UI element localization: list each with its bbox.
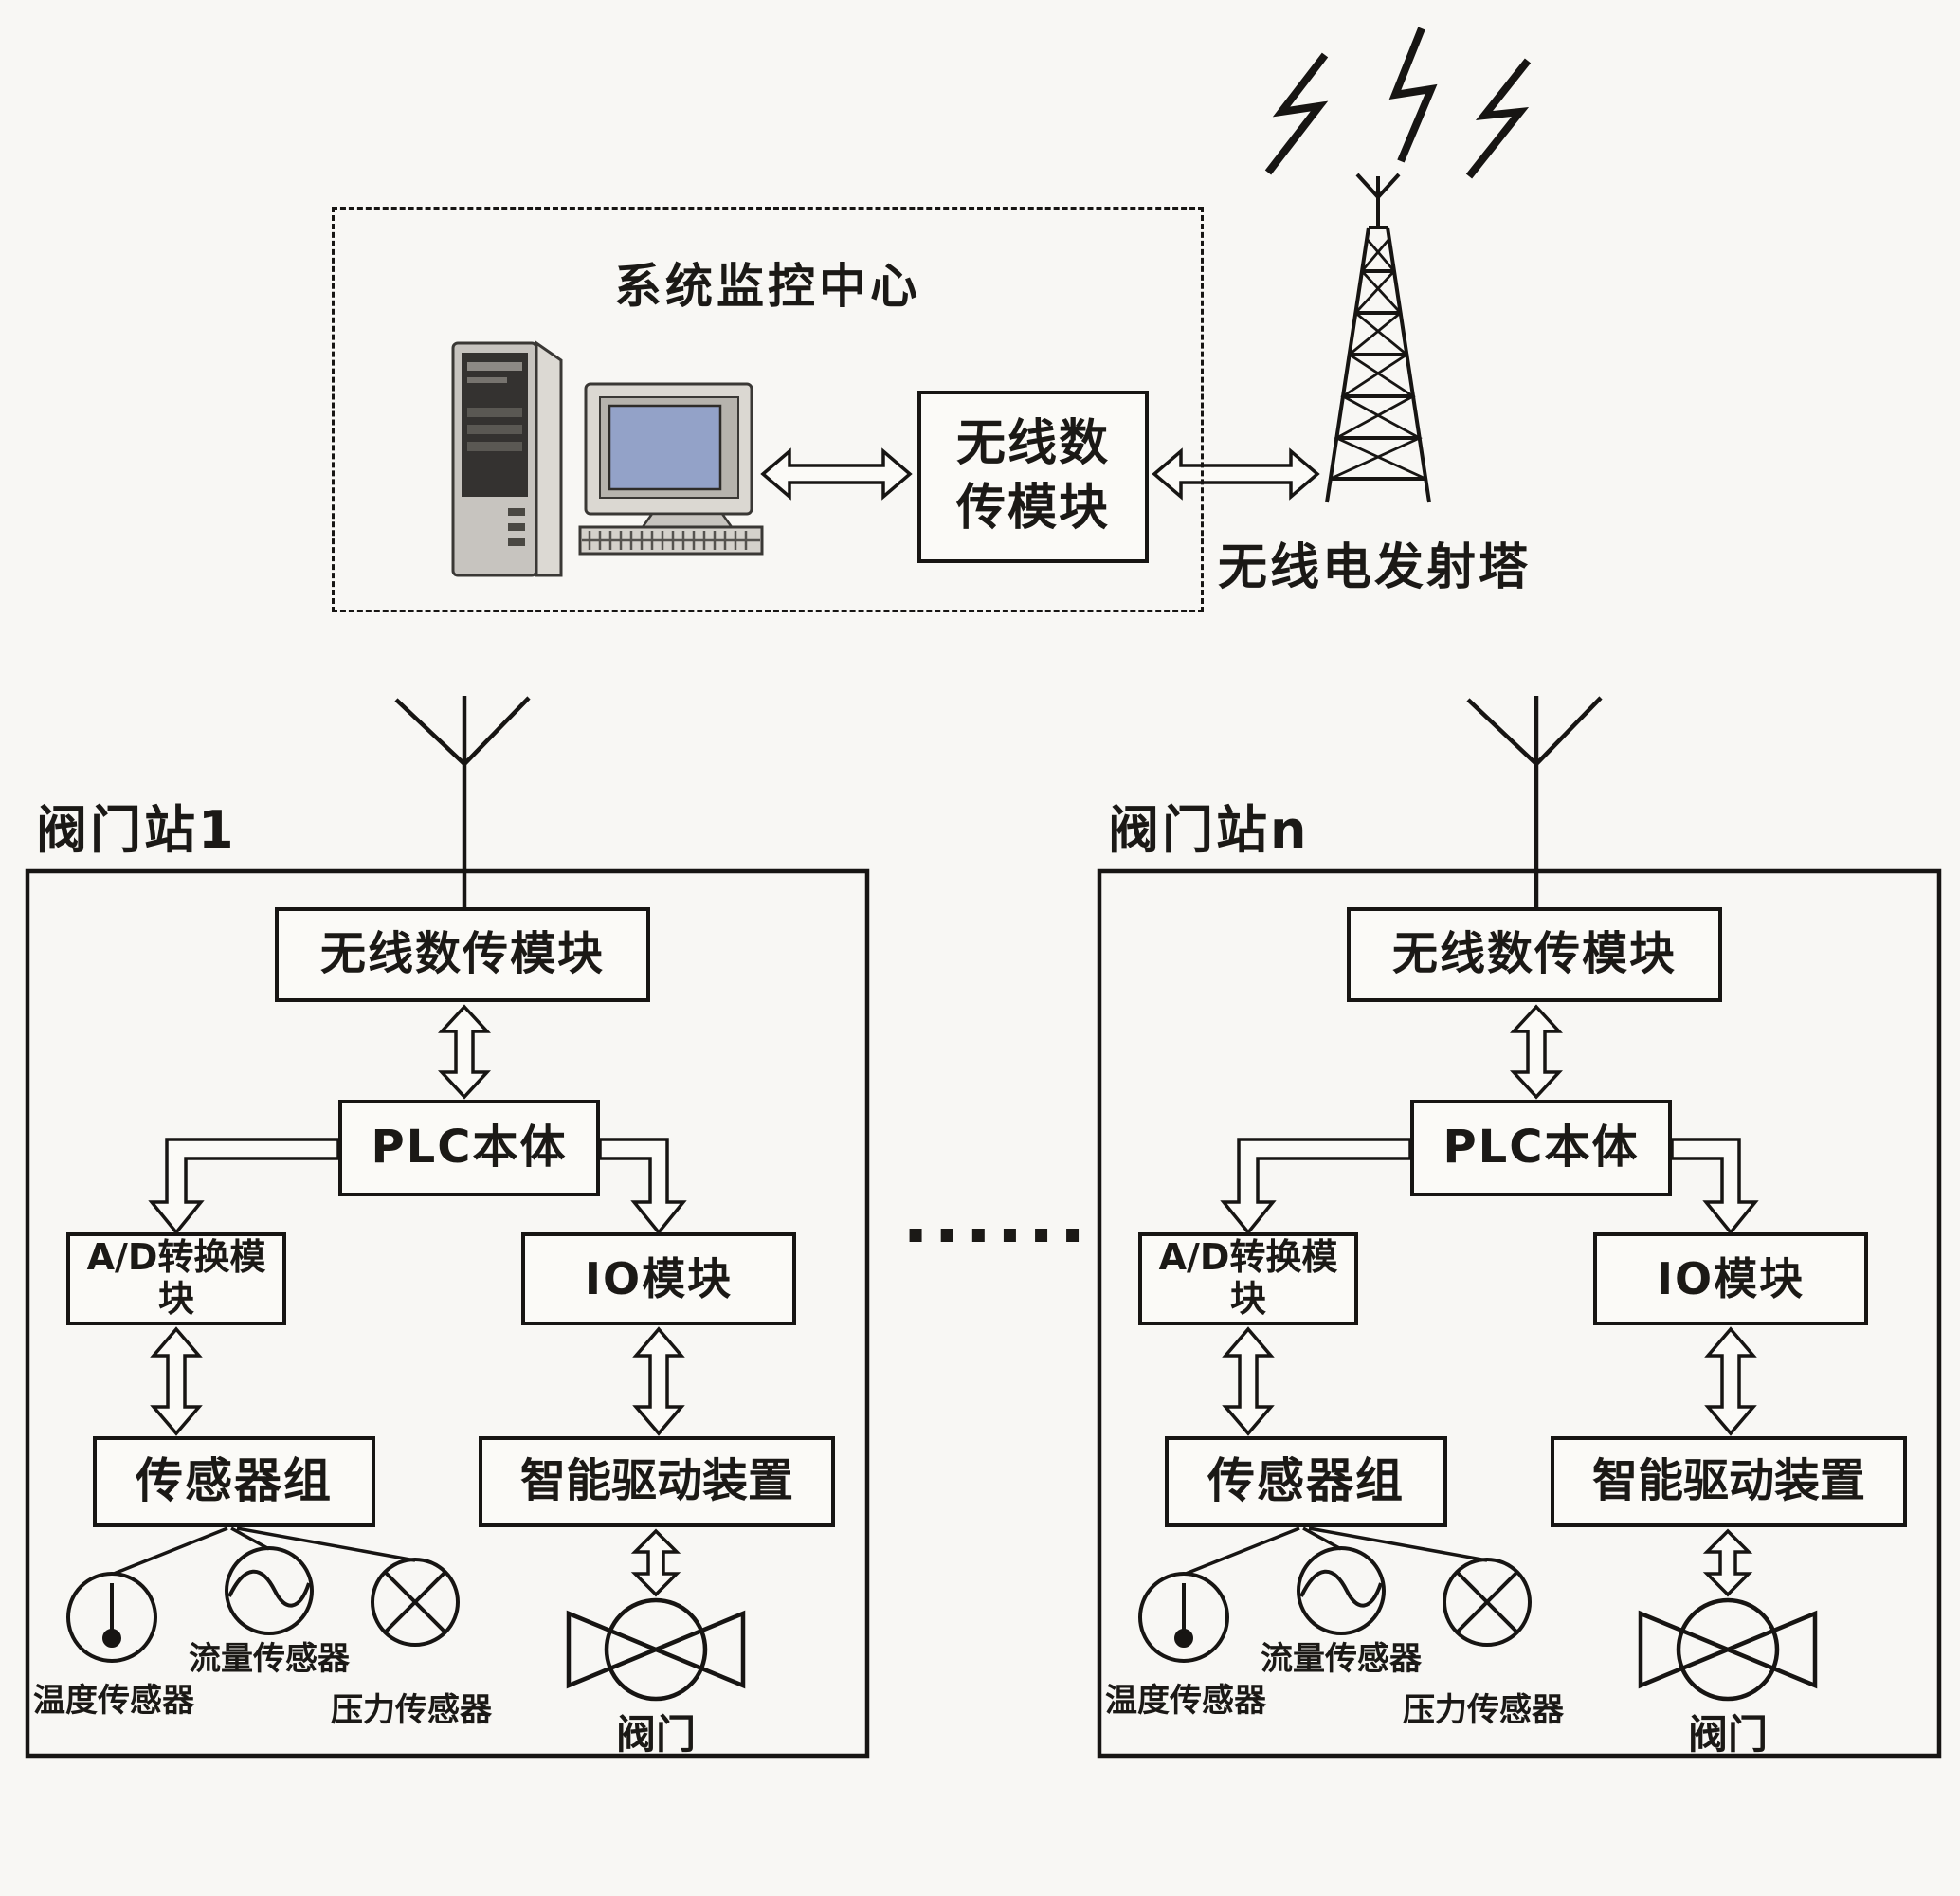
double-arrow-computer-wireless xyxy=(760,447,913,501)
wireless-module-box-center: 无线数 传模块 xyxy=(917,391,1149,563)
stations-ellipsis: ...... xyxy=(902,1177,1091,1259)
radio-tower-icon xyxy=(1325,173,1431,503)
lightning-bolts-icon xyxy=(1264,27,1532,179)
monitoring-center-frame xyxy=(332,207,1204,612)
monitoring-center-title: 系统监控中心 xyxy=(614,259,921,314)
radio-tower-label: 无线电发射塔 xyxy=(1217,539,1531,596)
wireless-module-line2: 传模块 xyxy=(955,480,1110,537)
wireless-module-line1: 无线数 xyxy=(955,415,1110,473)
computer-tower-icon xyxy=(451,340,563,577)
monitor-icon xyxy=(578,382,764,556)
double-arrow-wireless-tower xyxy=(1152,447,1320,501)
